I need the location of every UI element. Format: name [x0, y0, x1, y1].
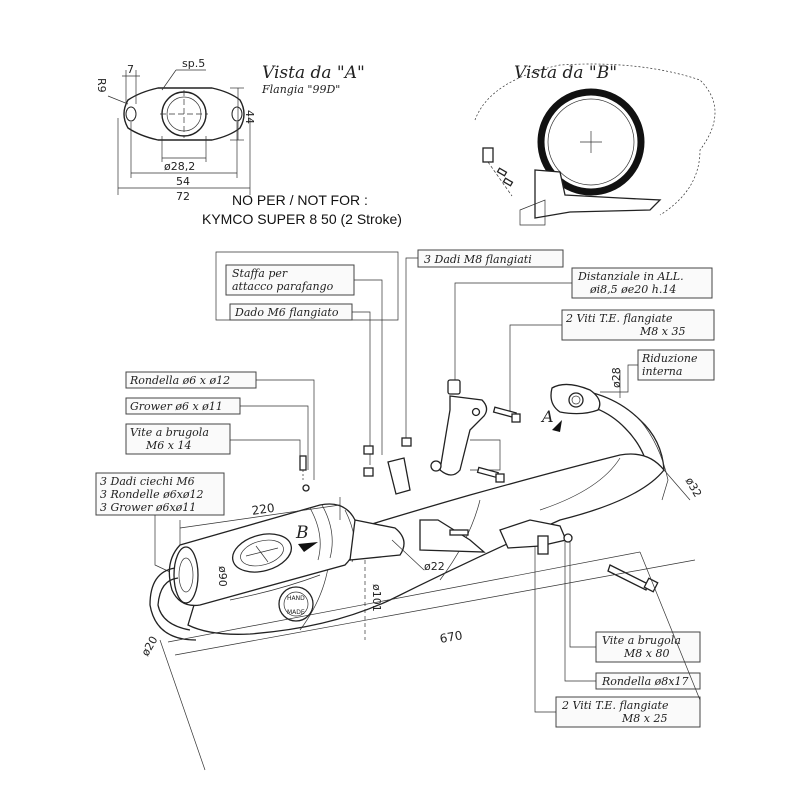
svg-text:2 Viti T.E. flangiate: 2 Viti T.E. flangiate [561, 699, 669, 712]
label-staffa: Staffa per attacco parafango [225, 264, 355, 296]
fender-bracket [387, 457, 411, 495]
svg-text:A: A [540, 407, 554, 426]
flange-bolt-hole-left [125, 106, 137, 122]
svg-text:Dado M6 flangiato: Dado M6 flangiato [234, 306, 339, 319]
svg-text:M6 x 14: M6 x 14 [145, 439, 191, 452]
dim-line-r9 [107, 95, 129, 105]
dim-28-2: ø28,2 [164, 160, 195, 173]
svg-text:M8 x 25: M8 x 25 [621, 712, 667, 725]
label-grower-6: Grower ø6 x ø11 [125, 397, 241, 415]
svg-text:Vite a brugola: Vite a brugola [602, 634, 681, 647]
inlet-cone [349, 519, 405, 561]
svg-text:3 Dadi ciechi M6: 3 Dadi ciechi M6 [100, 475, 195, 488]
dim-22: ø22 [424, 560, 445, 573]
label-dadi-ciechi-kit: 3 Dadi ciechi M6 3 Rondelle ø6xø12 3 Gro… [95, 472, 225, 516]
bolt-b [482, 147, 494, 163]
svg-text:Rondella ø6 x ø12: Rondella ø6 x ø12 [129, 374, 230, 387]
view-b-detail [474, 63, 716, 226]
label-viti-te-35: 2 Viti T.E. flangiate M8 x 35 [561, 309, 715, 341]
label-vite-m8-80: Vite a brugola M8 x 80 [595, 631, 701, 663]
svg-text:interna: interna [642, 365, 682, 378]
dim-line-sp5 [161, 69, 177, 91]
svg-text:Staffa per: Staffa per [232, 267, 288, 280]
notice-line-2: KYMCO SUPER 8 50 (2 Stroke) [202, 211, 402, 227]
svg-text:Distanziale in ALL.: Distanziale in ALL. [577, 270, 684, 283]
label-group-bracket [215, 251, 399, 321]
dim-sp5: sp.5 [182, 57, 205, 70]
dim-32: ø32 [683, 475, 705, 499]
notice-line-1: NO PER / NOT FOR : [232, 192, 368, 208]
label-rondella-8: Rondella ø8x17 [595, 672, 701, 690]
dim-line-670 [167, 551, 641, 643]
flange-bolt-hole-right [231, 106, 243, 122]
silencer-end-cap [173, 546, 199, 604]
svg-text:Grower ø6 x ø11: Grower ø6 x ø11 [130, 400, 223, 413]
dim-20: ø20 [139, 634, 161, 658]
dim-72: 72 [176, 190, 190, 203]
svg-text:3 Grower ø6xø11: 3 Grower ø6xø11 [100, 501, 196, 514]
label-rondella-6: Rondella ø6 x ø12 [125, 371, 257, 389]
label-viti-te-25: 2 Viti T.E. flangiate M8 x 25 [555, 696, 701, 728]
label-dado-m6: Dado M6 flangiato [229, 303, 353, 321]
bolt-m6x14 [299, 455, 307, 471]
bolt-m8x80 [607, 564, 649, 591]
dim-670: 670 [439, 628, 464, 646]
label-distanziale: Distanziale in ALL. øi8,5 øe20 h.14 [571, 267, 713, 299]
svg-text:3 Rondelle ø6xø12: 3 Rondelle ø6xø12 [100, 488, 204, 501]
svg-text:Riduzione: Riduzione [641, 352, 698, 365]
dim-90: ø90 [216, 566, 229, 587]
svg-text:attacco parafango: attacco parafango [232, 280, 334, 293]
dim-7: 7 [127, 63, 134, 76]
lower-mount-bracket [419, 519, 486, 553]
dim-28-reduction: ø28 [610, 367, 623, 388]
svg-text:B: B [295, 523, 309, 543]
nut-m6 [363, 437, 412, 477]
bolt-te-m8x35 [476, 406, 521, 483]
stamp-text-1: HAND [287, 595, 305, 602]
mount-bracket-b [534, 169, 662, 219]
silencer-end-ring [537, 88, 645, 196]
dim-54: 54 [176, 175, 190, 188]
dim-r9: R9 [95, 78, 108, 93]
brand-logo [232, 533, 292, 573]
exhaust-assembly: HAND MADE [149, 383, 669, 641]
view-marker-b: B [295, 523, 318, 552]
svg-text:2 Viti T.E. flangiate: 2 Viti T.E. flangiate [565, 312, 673, 325]
dim-220: 220 [251, 501, 276, 518]
flange-view-a: sp.5 7 R9 44 ø28,2 54 72 [95, 57, 256, 203]
stamp-text-2: MADE [287, 609, 305, 616]
tail-pipe [157, 577, 191, 631]
flange-plate [123, 87, 245, 141]
dim-line-670-low [174, 559, 696, 656]
view-b-guide-arc [474, 63, 716, 216]
upper-mount-bracket [439, 395, 488, 476]
view-a-title: Vista da "A" [262, 63, 365, 83]
view-a-subtitle: Flangia "99D" [261, 83, 340, 96]
dim-101: ø101 [370, 584, 383, 612]
svg-text:M8 x 35: M8 x 35 [639, 325, 685, 338]
svg-text:Vite a brugola: Vite a brugola [130, 426, 209, 439]
dim-line-220 [179, 504, 341, 529]
svg-text:Rondella ø8x17: Rondella ø8x17 [601, 675, 688, 688]
leader-lines [154, 257, 638, 713]
svg-text:øi8,5 øe20 h.14: øi8,5 øe20 h.14 [589, 283, 676, 296]
svg-text:3 Dadi M8 flangiati: 3 Dadi M8 flangiati [424, 253, 532, 266]
label-vite-m6: Vite a brugola M6 x 14 [125, 423, 231, 455]
label-riduzione: Riduzione interna [637, 349, 715, 381]
dim-44: 44 [243, 110, 256, 124]
svg-text:M8 x 80: M8 x 80 [623, 647, 669, 660]
view-b-title: Vista da "B" [514, 63, 617, 83]
view-marker-a: A [540, 407, 562, 432]
label-dadi-m8: 3 Dadi M8 flangiati [417, 249, 564, 268]
hardware [299, 379, 659, 593]
